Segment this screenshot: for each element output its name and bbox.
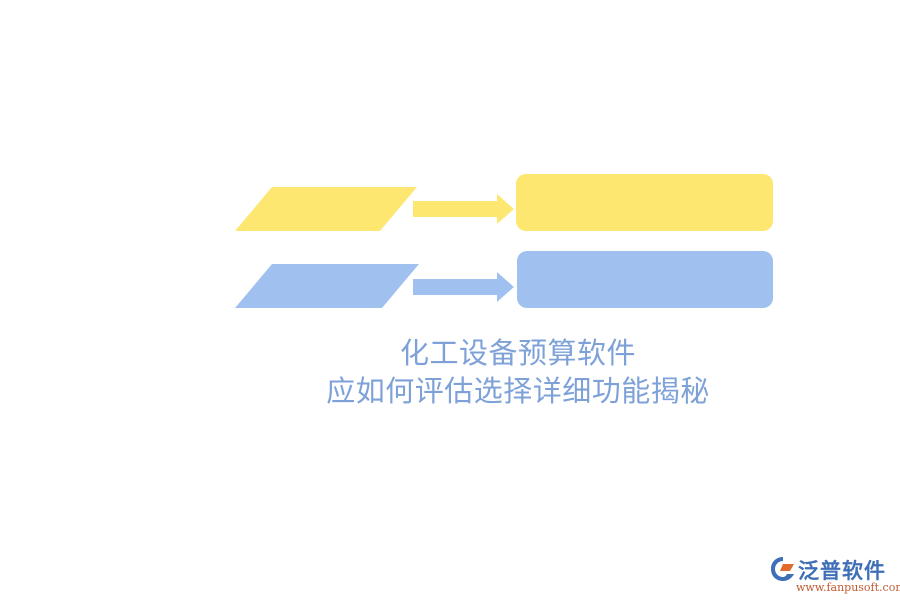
logo-url: www.fanpusoft.com xyxy=(796,581,900,594)
input-parallelogram-blue xyxy=(235,264,419,308)
brand-logo: 泛普软件 www.fanpusoft.com xyxy=(768,553,900,597)
logo-name: 泛普软件 xyxy=(798,559,886,583)
output-box-yellow xyxy=(516,174,773,231)
diagram-title: 化工设备预算软件 应如何评估选择详细功能揭秘 xyxy=(0,334,900,410)
output-box-blue xyxy=(517,251,773,308)
arrow-right-blue xyxy=(413,272,514,302)
title-line-2: 应如何评估选择详细功能揭秘 xyxy=(326,374,710,408)
title-line-1: 化工设备预算软件 xyxy=(399,336,636,370)
arrow-right-yellow xyxy=(413,194,514,224)
input-parallelogram-yellow xyxy=(235,187,417,231)
fanpu-logo-icon xyxy=(771,557,794,581)
